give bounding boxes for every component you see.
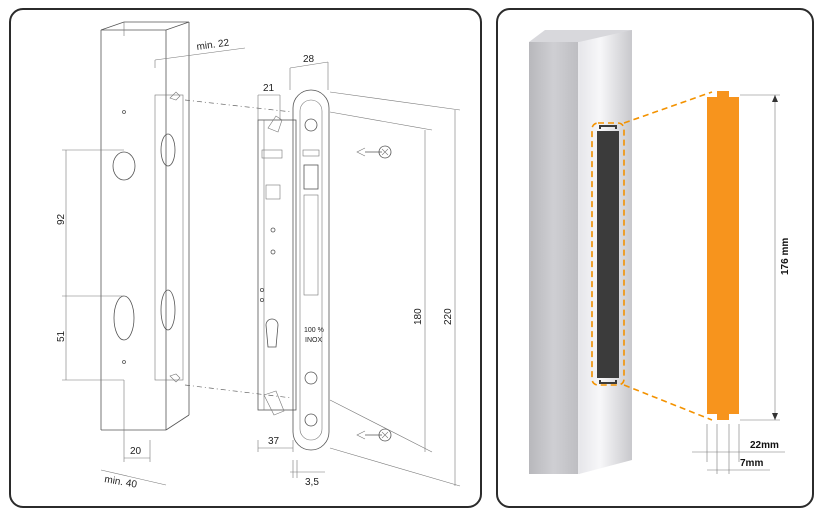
svg-text:28: 28 (303, 54, 315, 65)
dimension-min-22: min. 22 (154, 37, 246, 68)
svg-text:20: 20 (130, 446, 142, 457)
svg-text:37: 37 (268, 436, 280, 447)
svg-text:176 mm: 176 mm (780, 238, 791, 275)
lock-body (257, 115, 297, 416)
svg-text:51: 51 (56, 330, 67, 342)
projection-lines (623, 91, 713, 421)
svg-text:22mm: 22mm (750, 440, 779, 451)
svg-text:92: 92 (56, 213, 67, 225)
svg-text:3,5: 3,5 (305, 477, 319, 488)
cutout-template (707, 91, 739, 420)
svg-text:INOX: INOX (305, 337, 322, 344)
svg-text:100 %: 100 % (304, 327, 324, 334)
dimension-22mm: 22mm (692, 424, 785, 462)
dimension-176mm: 176 mm (740, 94, 791, 421)
post-slot-cutout (591, 122, 625, 386)
lock-installation-panel (9, 8, 482, 508)
screw-top (356, 145, 392, 159)
svg-text:220: 220 (443, 308, 454, 325)
screw-bottom (356, 428, 392, 442)
dimension-180-220: 180 220 (329, 91, 461, 487)
square-tube-post (100, 21, 190, 431)
svg-text:180: 180 (413, 308, 424, 325)
svg-text:21: 21 (263, 83, 275, 94)
dimension-7mm: 7mm (707, 424, 770, 474)
dimension-21-28: 21 28 (257, 54, 329, 120)
svg-text:7mm: 7mm (740, 458, 763, 469)
dimension-37-3-5: 37 3,5 (257, 436, 325, 488)
dimension-92-51: 92 51 (56, 149, 124, 381)
svg-text:min. 22: min. 22 (196, 37, 230, 53)
lock-faceplate: 100 % INOX (292, 89, 330, 451)
